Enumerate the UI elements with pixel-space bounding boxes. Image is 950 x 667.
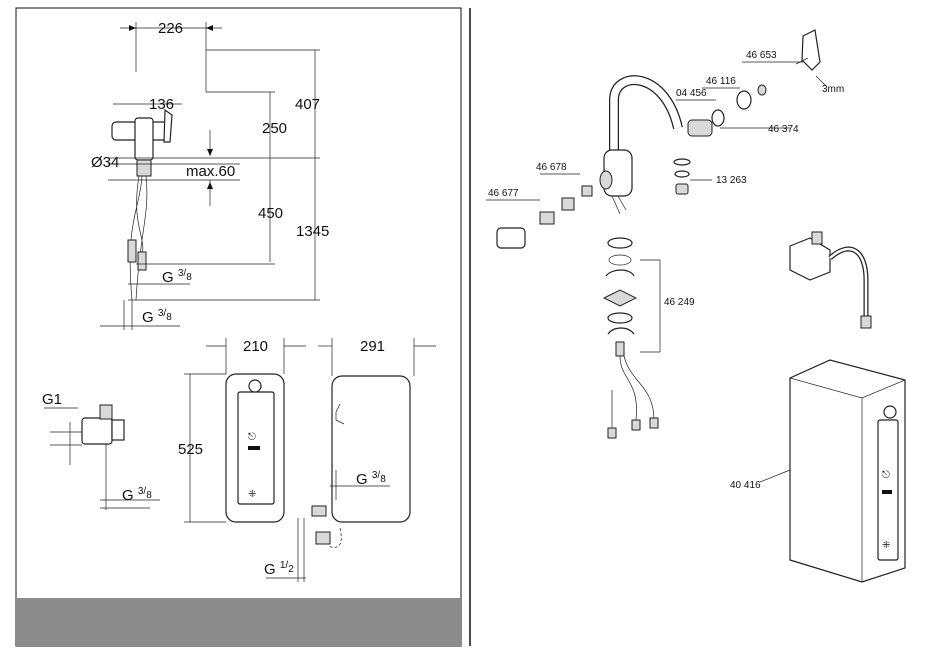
part-46249: 46 249 xyxy=(664,297,695,308)
valve-assembly xyxy=(790,232,871,328)
footer-bar xyxy=(16,598,461,646)
thread-g1: G1 xyxy=(42,391,62,408)
dim-max-thickness: max.60 xyxy=(186,163,235,180)
faucet-exploded-view: 46 653 46 116 04 456 46 374 3mm 13 263 4… xyxy=(486,30,844,438)
svg-text:⁜: ⁜ xyxy=(882,540,890,551)
supply-hoses xyxy=(130,176,147,300)
part-40416: 40 416 xyxy=(730,480,761,491)
sheet-frame xyxy=(16,8,470,646)
dim-spout-height: 407 xyxy=(295,96,320,113)
tank-side-view: 291 G 3/8 G 1/2 xyxy=(264,338,436,582)
tank-front-view: ⎋ ⁜ 210 525 xyxy=(178,338,306,522)
dim-tank-width: 210 xyxy=(243,338,268,355)
dim-tank-depth: 291 xyxy=(360,338,385,355)
faucet-dimension-drawing: 226 136 407 250 Ø34 max.60 450 1345 G 3/… xyxy=(91,20,329,330)
part-46653: 46 653 xyxy=(746,50,777,61)
thread-g38-hose: G 3/8 xyxy=(162,268,192,286)
dim-total-height: 1345 xyxy=(296,223,329,240)
thread-g12: G 1/2 xyxy=(264,560,294,578)
thread-g38-bottom: G 3/8 xyxy=(142,308,172,326)
dim-lower-height: 450 xyxy=(258,205,283,222)
dim-spout-reach: 226 xyxy=(158,20,183,37)
water-tank: ⎋ ⁜ 40 416 xyxy=(730,360,905,582)
tool-3mm: 3mm xyxy=(822,84,844,95)
thread-g38-valve: G 3/8 xyxy=(122,486,152,504)
part-46116: 46 116 xyxy=(706,76,736,87)
dim-tank-height: 525 xyxy=(178,441,203,458)
svg-text:⁜: ⁜ xyxy=(248,489,256,500)
part-46374: 46 374 xyxy=(768,124,799,135)
dim-upper-height: 250 xyxy=(262,120,287,137)
svg-text:⎋: ⎋ xyxy=(248,432,256,443)
part-04456: 04 456 xyxy=(676,88,707,99)
part-46678: 46 678 xyxy=(536,162,567,173)
dim-hole-diameter: Ø34 xyxy=(91,154,119,171)
svg-text:⎋: ⎋ xyxy=(882,470,890,481)
part-13263: 13 263 xyxy=(716,175,747,186)
part-46677: 46 677 xyxy=(488,188,519,199)
dim-body-width: 136 xyxy=(149,96,174,113)
valve-dimension-drawing: G1 G 3/8 xyxy=(42,391,160,510)
